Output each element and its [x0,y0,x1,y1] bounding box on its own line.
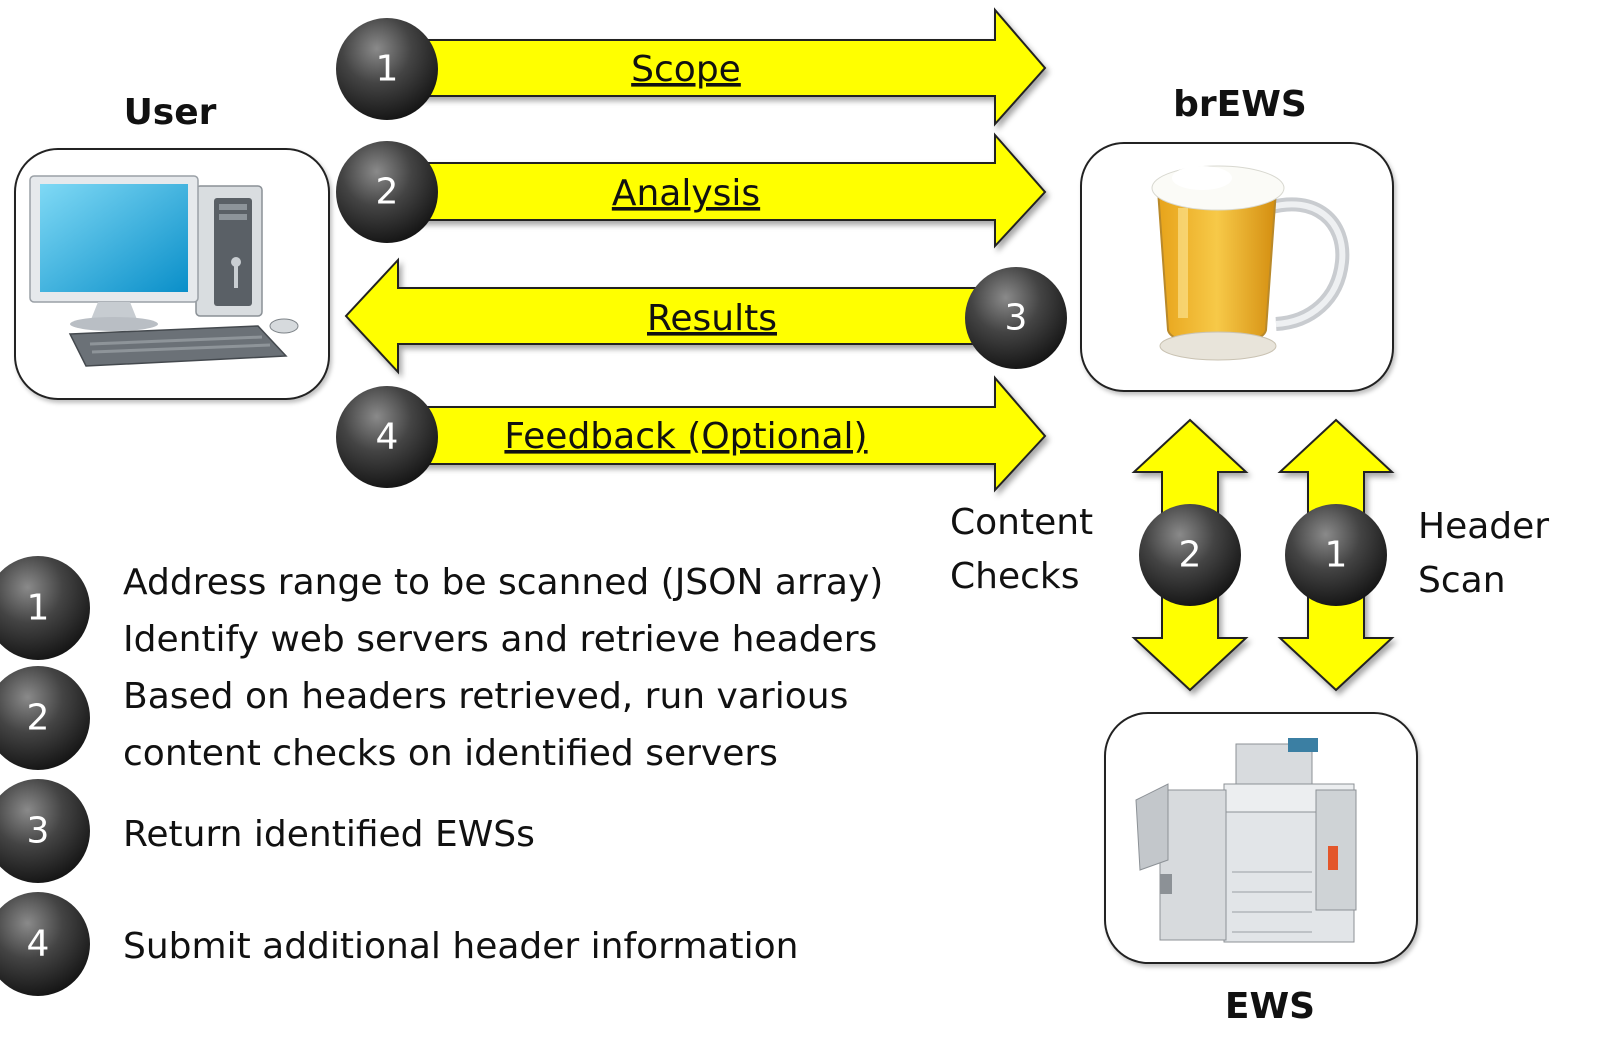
badge-arrow-4: 4 [336,386,438,488]
legend-item-3: Return identified EWSs [123,806,535,863]
badge-vertical-content: 2 [1139,504,1241,606]
legend-item-2: Based on headers retrieved, run various … [123,668,848,782]
badge-arrow-2: 2 [336,141,438,243]
content-checks-label: Content Checks [950,496,1093,604]
legend-item-1-line1: Address range to be scanned (JSON array) [123,562,884,603]
svg-text:1: 1 [27,588,50,629]
legend-badge-3: 3 [0,779,90,883]
content-checks-line1: Content [950,502,1094,543]
arrow-results [344,257,1016,375]
header-scan-label: Header Scan [1418,500,1549,608]
badge-arrow-1: 1 [336,18,438,120]
legend-badge-2: 2 [0,666,90,770]
arrow-label-analysis: Analysis [612,173,760,214]
badge-vertical-header: 1 [1285,504,1387,606]
svg-text:2: 2 [27,698,50,739]
legend-item-3-line1: Return identified EWSs [123,814,535,855]
legend-item-1-line2: Identify web servers and retrieve header… [123,619,878,660]
arrow-label-scope: Scope [631,49,741,90]
desktop-computer-icon [29,175,299,367]
svg-text:3: 3 [1005,298,1028,339]
svg-text:1: 1 [1325,535,1348,576]
legend-badge-4: 4 [0,892,90,996]
legend-item-2-line2: content checks on identified servers [123,733,778,774]
content-checks-line2: Checks [950,556,1080,597]
svg-text:3: 3 [27,811,50,852]
svg-text:2: 2 [376,172,399,213]
header-scan-line2: Scan [1418,560,1506,601]
printer-copier-icon [1135,738,1357,943]
arrow-analysis [389,132,1047,249]
arrow-label-feedback: Feedback (Optional) [504,416,867,457]
arrow-scope [389,7,1047,127]
legend-badge-1: 1 [0,556,90,660]
arrow-label-results: Results [647,298,777,339]
arrow-feedback [389,375,1047,493]
legend-item-4-line1: Submit additional header information [123,926,799,967]
svg-text:4: 4 [376,417,399,458]
brews-label: brEWS [1173,84,1307,125]
beer-mug-icon [1151,165,1350,361]
badge-arrow-3: 3 [965,267,1067,369]
svg-text:2: 2 [1179,535,1202,576]
legend-item-1: Address range to be scanned (JSON array)… [123,554,883,668]
legend-item-4: Submit additional header information [123,918,798,975]
svg-text:4: 4 [27,924,50,965]
legend-item-2-line1: Based on headers retrieved, run various [123,676,849,717]
user-label: User [123,92,217,133]
svg-text:1: 1 [376,49,399,90]
header-scan-line1: Header [1418,506,1550,547]
ews-label: EWS [1224,986,1316,1027]
